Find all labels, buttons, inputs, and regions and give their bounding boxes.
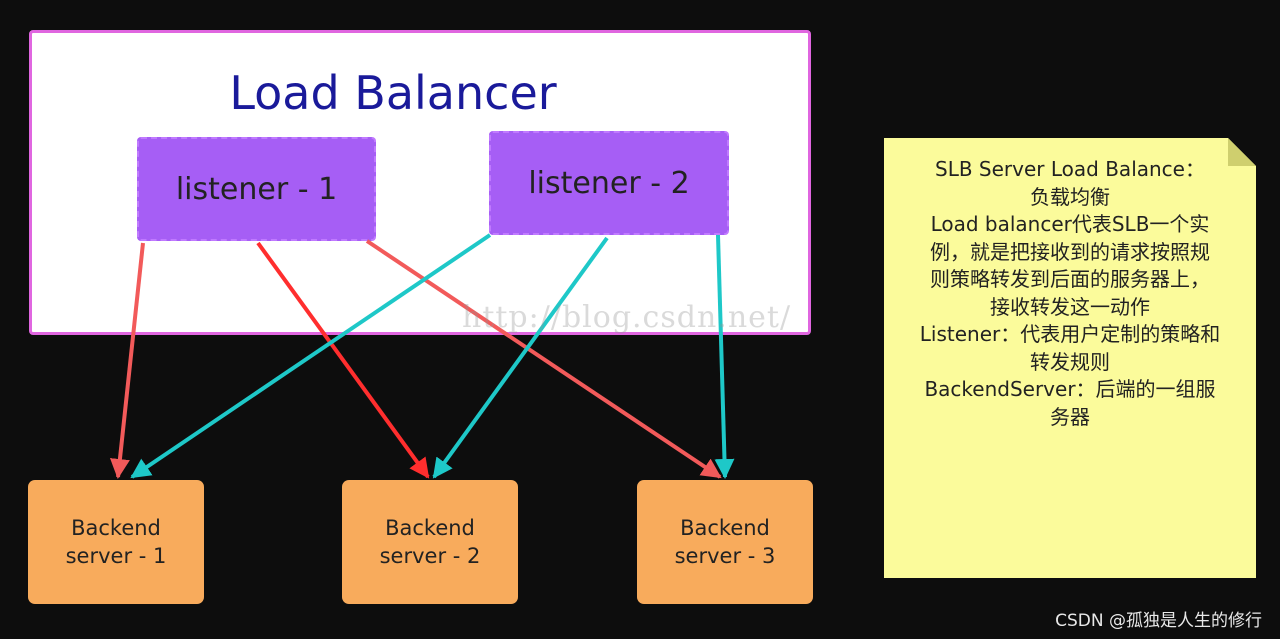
backend-server-3-line1: Backend xyxy=(680,516,770,540)
backend-server-1-line1: Backend xyxy=(71,516,161,540)
listener-2-label: listener - 2 xyxy=(528,165,690,201)
backend-server-1-line2: server - 1 xyxy=(65,544,167,568)
arrow-listener2-to-backend3 xyxy=(714,234,735,479)
listener-2-node: listener - 2 xyxy=(489,131,729,235)
note-line: 例，就是把接收到的请求按照规 xyxy=(930,239,1210,264)
load-balancer-title: Load Balancer xyxy=(229,66,557,120)
backend-server-3-node: Backend server - 3 xyxy=(637,480,813,604)
note-line: SLB Server Load Balance： xyxy=(935,157,1205,181)
note-line: 负载均衡 xyxy=(1030,184,1110,209)
note-line: Load balancer代表SLB一个实 xyxy=(930,212,1210,236)
note-line: 务器 xyxy=(1050,404,1090,429)
arrow-listener1-to-backend2 xyxy=(256,241,430,479)
listener-1-label: listener - 1 xyxy=(175,171,338,207)
arrow-listener2-to-backend2 xyxy=(432,236,609,479)
backend-server-2-line1: Backend xyxy=(385,516,475,540)
listener-1-node: listener - 1 xyxy=(137,137,376,241)
backend-server-3-line2: server - 3 xyxy=(674,544,776,568)
sticky-note: SLB Server Load Balance： 负载均衡 Load balan… xyxy=(884,138,1256,578)
arrow-listener2-to-backend1 xyxy=(130,233,492,479)
watermark-text: http://blog.csdn.net/ xyxy=(462,300,792,335)
note-line: 则策略转发到后面的服务器上， xyxy=(930,267,1210,291)
arrow-listener1-to-backend3 xyxy=(365,239,722,479)
csdn-credit: CSDN @孤独是人生的修行 xyxy=(1055,611,1262,631)
note-line: 转发规则 xyxy=(1030,349,1110,374)
backend-server-2-line2: server - 2 xyxy=(379,544,481,568)
note-line: BackendServer：后端的一组服 xyxy=(924,377,1216,401)
note-line: 接收转发这一动作 xyxy=(990,294,1150,319)
backend-server-2-node: Backend server - 2 xyxy=(342,480,518,604)
note-line: Listener：代表用户定制的策略和 xyxy=(919,322,1221,346)
backend-server-1-node: Backend server - 1 xyxy=(28,480,204,604)
arrow-listener1-to-backend1 xyxy=(109,242,145,479)
